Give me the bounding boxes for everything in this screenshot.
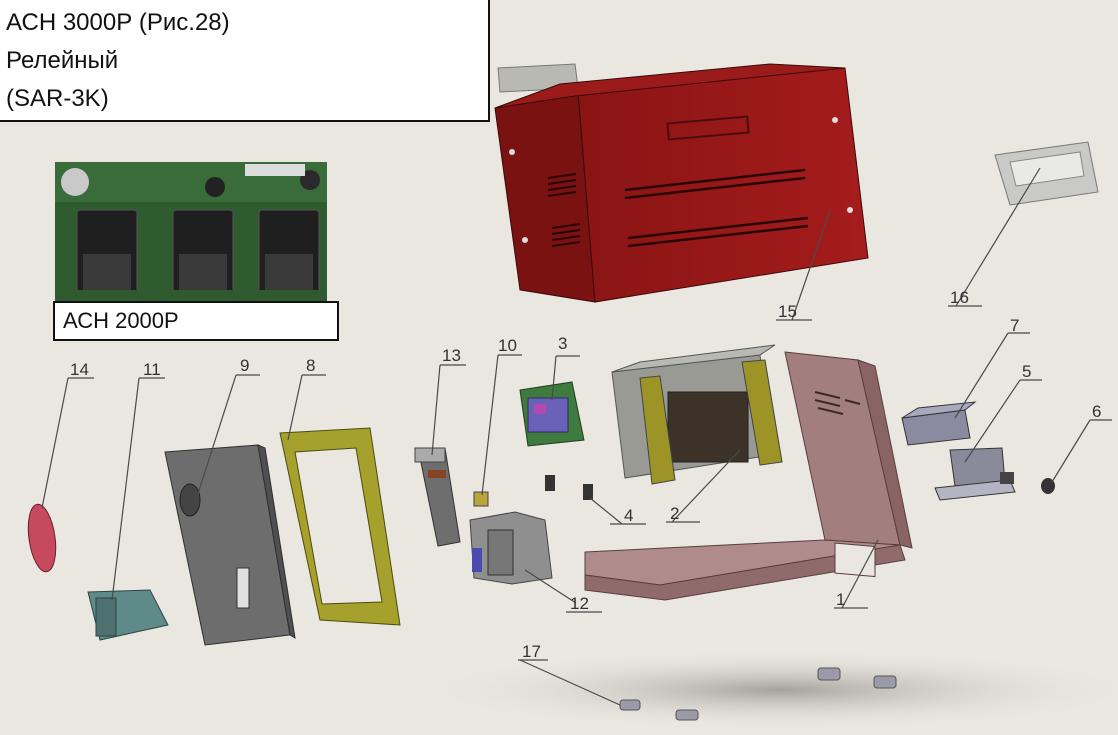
model-type: Релейный [6,47,119,74]
callout-14: 14 [70,360,89,379]
inset-caption: АСН 2000Р [53,301,339,341]
callout-17: 17 [522,642,541,661]
callout-10: 10 [498,336,517,355]
relay-board-photo [55,162,327,302]
part-14-knob [27,503,57,573]
callout-7: 7 [1010,316,1020,335]
callout-6: 6 [1092,402,1102,421]
ground-shadow [420,650,1118,730]
callout-8: 8 [306,356,316,375]
model-title: АСН 3000Р (Рис.28) [6,9,230,36]
callout-4: 4 [624,506,634,525]
callout-15: 15 [778,302,797,321]
leader-lines [41,167,1112,706]
part-9-front-panel [164,444,296,646]
model-code: (SAR-3K) [6,85,109,112]
part-2-transformer [611,344,783,485]
part-6-cap [1041,478,1055,494]
part-15-cover [494,63,869,303]
part-4-bushings [545,475,593,500]
part-8-frame [279,427,401,626]
title-box: АСН 3000Р (Рис.28) Релейный (SAR-3K) [0,0,490,122]
callout-3: 3 [558,334,568,353]
callout-13: 13 [442,346,461,365]
callout-5: 5 [1022,362,1032,381]
part-16-handle [994,141,1099,206]
part-10-fuse [473,491,489,507]
part-7-relay-block [901,401,977,446]
part-11-socket [87,589,169,641]
part-1-chassis [584,351,913,601]
part-3-board [519,381,585,447]
callout-11: 11 [143,360,161,379]
callout-16: 16 [950,288,969,307]
part-12-breaker [469,511,553,585]
callout-12: 12 [570,594,589,613]
part-13-switch [414,447,461,547]
callout-2: 2 [670,504,680,523]
part-5-display [934,447,1016,501]
callout-1: 1 [836,590,846,609]
part-17-feet [619,667,897,721]
callout-9: 9 [240,356,250,375]
